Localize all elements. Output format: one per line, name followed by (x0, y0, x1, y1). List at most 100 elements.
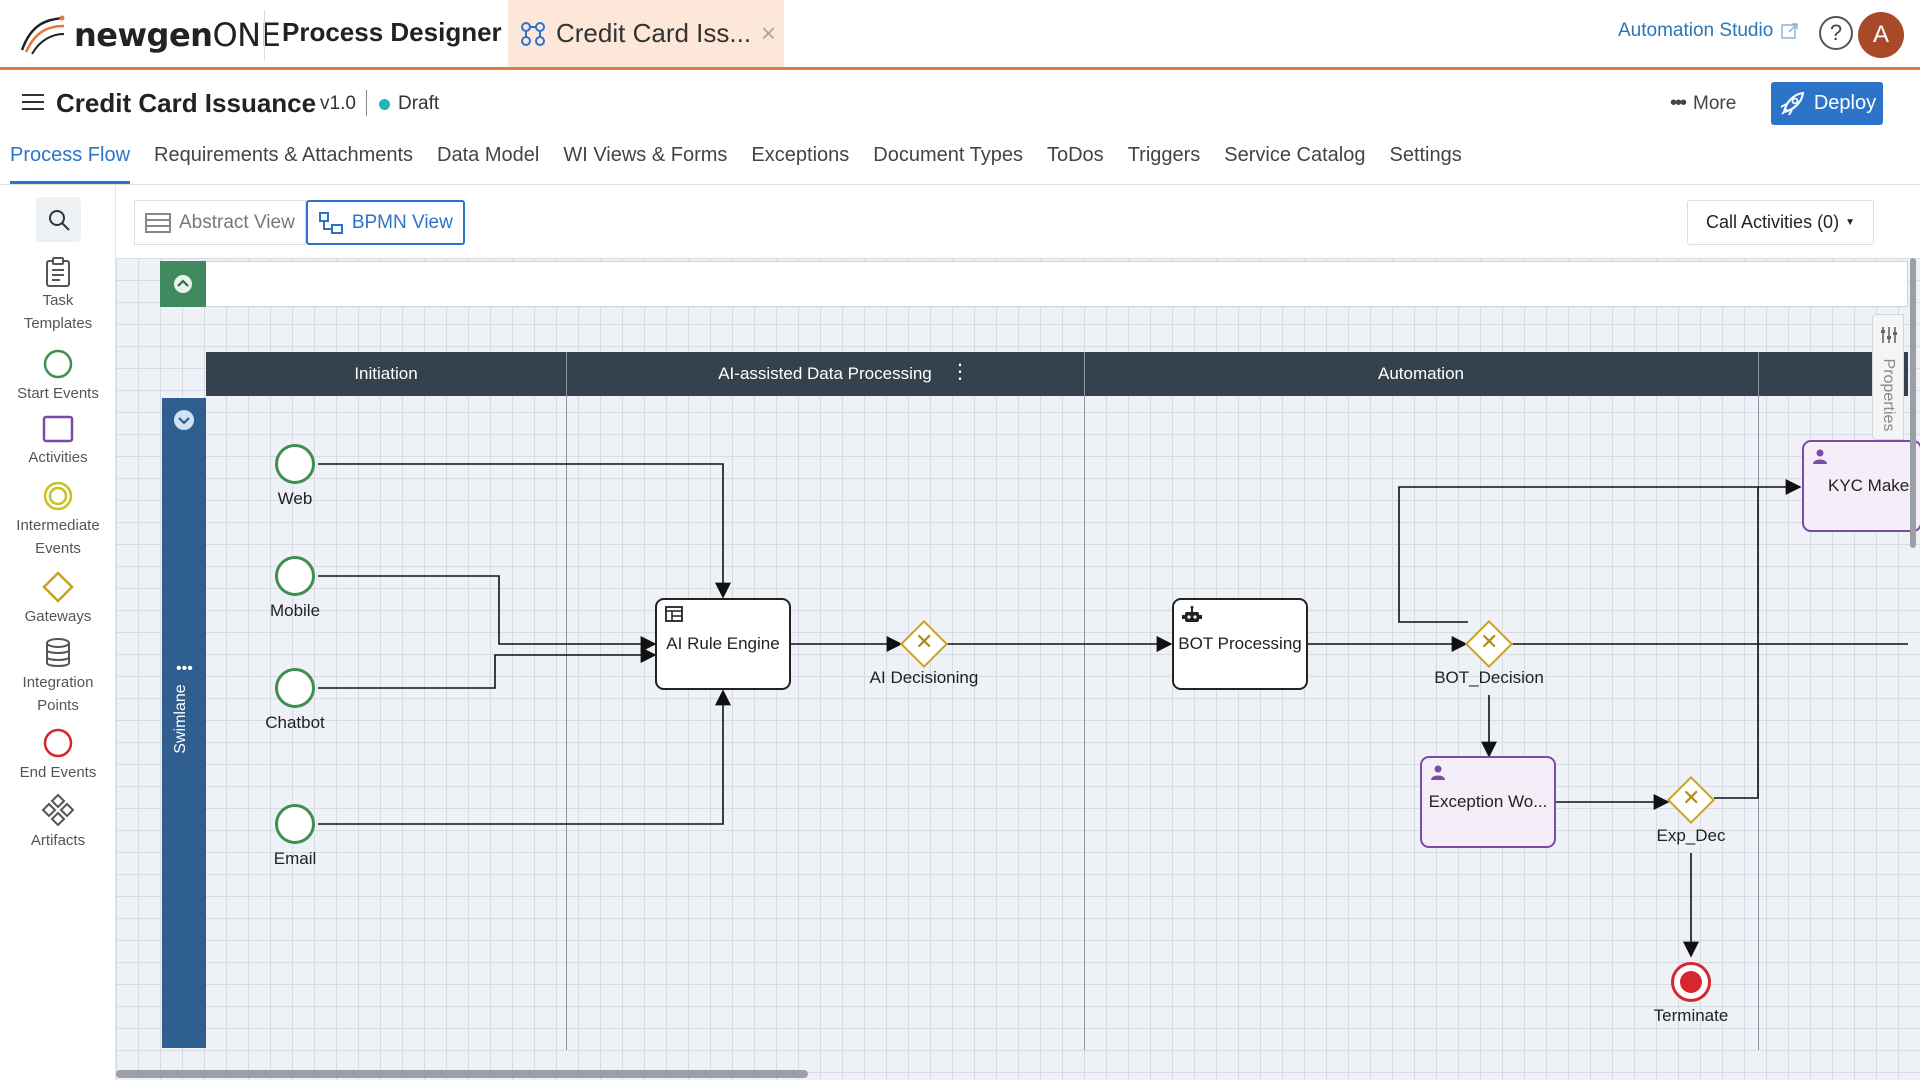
call-activities-label: Call Activities (0) (1706, 212, 1840, 232)
user-icon (1431, 765, 1445, 780)
task-templates-label: Task (42, 292, 74, 309)
automation-studio-link[interactable]: Automation Studio (1618, 20, 1799, 42)
tab-wi-views-forms[interactable]: WI Views & Forms (563, 144, 728, 166)
task-exception-work[interactable]: Exception Wo... (1420, 756, 1556, 848)
start-event-email-label: Email (273, 849, 317, 868)
file-tab-label: Credit Card Iss... (556, 18, 752, 48)
topbar-divider (264, 10, 265, 60)
tab-document-types[interactable]: Document Types (873, 144, 1023, 166)
app-name: Process Designer (282, 17, 502, 47)
palette-intermediate-events[interactable]: Intermediate Events (0, 480, 116, 560)
phase-menu-icon[interactable]: ⋮ (950, 361, 970, 383)
bpmn-view-button[interactable]: BPMN View (305, 200, 465, 245)
palette-integration-points[interactable]: Integration Points (0, 637, 116, 717)
tab-requirements-attachments[interactable]: Requirements & Attachments (154, 144, 414, 166)
phase-ai-data-processing[interactable]: AI-assisted Data Processing (718, 364, 932, 383)
more-label: More (1693, 92, 1737, 114)
end-event-terminate-label: Terminate (1653, 1006, 1729, 1025)
abstract-view-icon (145, 212, 171, 233)
more-dots-icon: ••• (1670, 92, 1687, 114)
start-event-chatbot[interactable] (275, 668, 315, 708)
phase-separator (1758, 352, 1759, 1050)
tab-todos[interactable]: ToDos (1046, 144, 1104, 166)
section-tabs: Process Flow Requirements & Attachments … (10, 144, 1462, 184)
swimlane-collapse-toggle[interactable] (174, 410, 194, 430)
search-icon (48, 209, 70, 231)
chevron-down-icon (178, 417, 190, 425)
palette-task-templates[interactable]: Task Templates (0, 257, 116, 335)
task-ai-rule-engine[interactable]: AI Rule Engine (655, 598, 791, 690)
more-button[interactable]: ••• More (1670, 92, 1736, 115)
external-link-icon (1781, 23, 1799, 39)
status-dot-icon (379, 99, 390, 110)
newgen-logo[interactable]: newgenONE (18, 10, 281, 60)
robot-icon (1182, 606, 1202, 622)
palette-search-button[interactable] (36, 197, 81, 242)
gateway-icon (42, 571, 74, 603)
task-bot-processing[interactable]: BOT Processing (1172, 598, 1308, 690)
call-activities-dropdown[interactable]: Call Activities (0) ▼ (1687, 200, 1874, 245)
process-version: v1.0 (320, 93, 356, 114)
integration-points-label: Integration (22, 674, 94, 691)
end-event-icon (43, 728, 73, 758)
exclusive-x-icon: ✕ (1480, 629, 1499, 654)
palette-activities[interactable]: Activities (0, 414, 116, 469)
activity-icon (42, 415, 74, 443)
tab-data-model[interactable]: Data Model (437, 144, 540, 166)
start-event-email[interactable] (275, 804, 315, 844)
phase-separator (1084, 352, 1085, 1050)
deploy-button[interactable]: Deploy (1771, 82, 1883, 125)
end-event-terminate[interactable] (1671, 962, 1711, 1002)
hamburger-menu-icon[interactable] (22, 94, 44, 110)
swimlane-label: Swimlane (172, 684, 189, 754)
task-kyc-maker[interactable]: KYC Make (1802, 440, 1920, 532)
phase-header-bar (206, 352, 1908, 396)
start-event-web-label: Web (277, 489, 313, 508)
file-tab-credit-card[interactable]: Credit Card Iss... × (508, 0, 784, 67)
palette-start-events[interactable]: Start Events (0, 348, 116, 405)
exclusive-x-icon: ✕ (915, 629, 934, 654)
pool-header[interactable] (160, 261, 1908, 307)
swimlane-options-icon[interactable]: ••• (176, 660, 193, 677)
tab-service-catalog[interactable]: Service Catalog (1224, 144, 1366, 166)
process-flow-icon (521, 21, 545, 46)
palette-gateways[interactable]: Gateways (0, 571, 116, 628)
tab-process-flow[interactable]: Process Flow (10, 144, 131, 184)
caret-down-icon: ▼ (1845, 217, 1855, 228)
top-bar: newgenONE Process Designer Credit Card I… (0, 0, 1920, 70)
tab-settings[interactable]: Settings (1389, 144, 1462, 166)
vertical-scrollbar[interactable] (1910, 258, 1916, 548)
sliders-icon (1881, 327, 1897, 343)
gateway-exp-dec-label: Exp_Dec (1656, 826, 1726, 845)
pool-collapse-toggle[interactable] (160, 261, 206, 307)
phase-separator (566, 352, 567, 1050)
tab-triggers[interactable]: Triggers (1127, 144, 1201, 166)
properties-panel-tab[interactable] (1872, 314, 1904, 440)
intermediate-event-icon (43, 481, 73, 511)
task-bot-processing-label: BOT Processing (1178, 634, 1302, 653)
horizontal-scrollbar[interactable] (116, 1070, 808, 1078)
newgen-logo-icon (20, 15, 65, 55)
palette-artifacts[interactable]: Artifacts (0, 793, 116, 852)
end-events-label: End Events (19, 764, 97, 781)
swimlane-header[interactable] (162, 398, 206, 1048)
abstract-view-button[interactable]: Abstract View (134, 200, 306, 245)
start-event-web[interactable] (275, 444, 315, 484)
user-avatar[interactable]: A (1858, 12, 1904, 58)
start-event-mobile[interactable] (275, 556, 315, 596)
start-events-label: Start Events (17, 385, 99, 402)
tabs-divider (0, 184, 1920, 185)
activities-label: Activities (28, 449, 88, 466)
close-icon[interactable]: × (760, 18, 776, 48)
task-exception-work-label: Exception Wo... (1428, 792, 1548, 811)
help-icon[interactable]: ? (1819, 16, 1853, 50)
rocket-icon (1780, 91, 1804, 115)
tab-exceptions[interactable]: Exceptions (751, 144, 850, 166)
palette-end-events[interactable]: End Events (0, 727, 116, 784)
phase-automation[interactable]: Automation (1378, 364, 1464, 383)
automation-studio-label: Automation Studio (1618, 20, 1774, 41)
status-badge: Draft (398, 93, 440, 114)
phase-initiation[interactable]: Initiation (354, 364, 418, 383)
view-toggle: Abstract View BPMN View (134, 200, 465, 245)
gateway-bot-decision-label: BOT_Decision (1434, 668, 1544, 687)
